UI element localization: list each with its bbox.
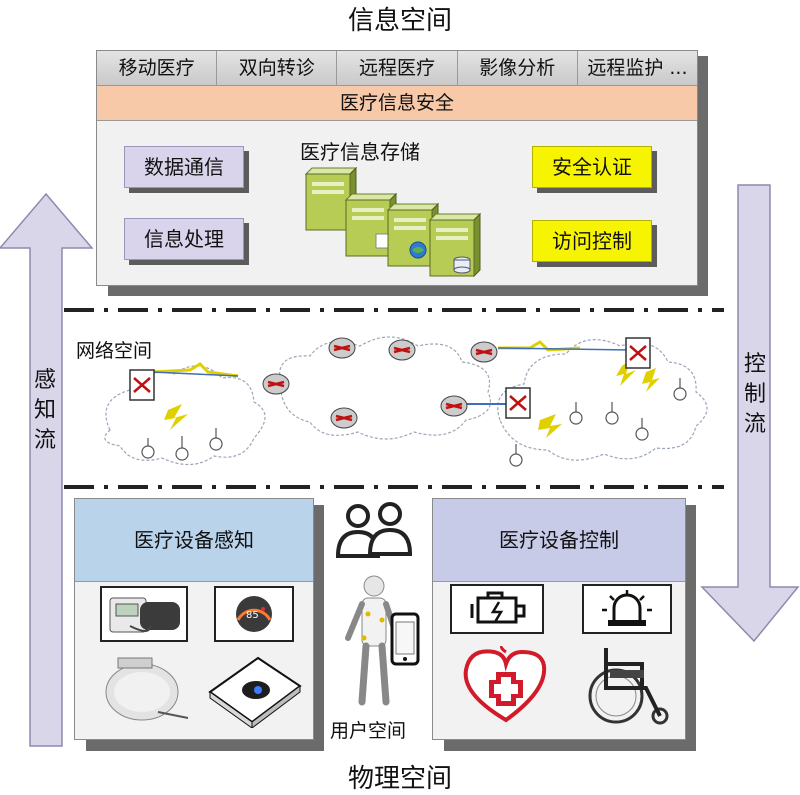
patient-figure-icon bbox=[345, 575, 420, 706]
tab-remote-monitoring[interactable]: 远程监护 ... bbox=[577, 51, 698, 85]
network-graphic bbox=[104, 336, 708, 467]
control-flow-label: 控制流 bbox=[743, 352, 766, 437]
router-icon bbox=[388, 339, 416, 361]
switch-icon bbox=[505, 387, 531, 419]
sensing-flow-arrow bbox=[0, 192, 94, 747]
switch-icon bbox=[129, 369, 155, 401]
info-space-title: 信息空间 bbox=[347, 6, 452, 36]
pacemaker-icon bbox=[105, 657, 189, 721]
tab-mobile-medical[interactable]: 移动医疗 bbox=[97, 51, 218, 85]
server-icon bbox=[428, 212, 482, 278]
user-space-label: 用户空间 bbox=[330, 720, 407, 742]
engine-card[interactable] bbox=[450, 584, 544, 634]
tab-telemedicine[interactable]: 远程医疗 bbox=[337, 51, 458, 85]
wearable-sensor-icon bbox=[208, 656, 302, 728]
security-bar: 医疗信息安全 bbox=[97, 86, 697, 121]
separator-bottom bbox=[64, 485, 724, 489]
heart-medical-cross-icon bbox=[463, 646, 547, 723]
alarm-light-icon bbox=[602, 590, 652, 626]
physical-space-title: 物理空间 bbox=[347, 764, 452, 794]
alarm-card[interactable] bbox=[582, 584, 672, 634]
router-icon bbox=[262, 373, 290, 395]
tab-image-analysis[interactable]: 影像分析 bbox=[457, 51, 578, 85]
cloud-center bbox=[278, 336, 491, 440]
wheelchair-icon bbox=[588, 648, 669, 725]
server-icon bbox=[344, 192, 398, 258]
switch-icon bbox=[625, 337, 651, 369]
chip-data-communication[interactable]: 数据通信 bbox=[124, 146, 244, 188]
router-icon bbox=[470, 341, 498, 363]
router-icon bbox=[328, 337, 356, 359]
engine-icon bbox=[470, 591, 526, 624]
sensing-flow-label: 感知流 bbox=[33, 368, 56, 453]
tab-two-way-referral[interactable]: 双向转诊 bbox=[217, 51, 338, 85]
bp-monitor-card[interactable] bbox=[100, 586, 188, 642]
sensor-nodes bbox=[141, 378, 687, 467]
servers-graphic bbox=[304, 166, 482, 278]
control-panel: 医疗设备控制 bbox=[432, 498, 686, 740]
heart-rate-gauge-icon: 85 bbox=[236, 596, 272, 632]
heart-rate-reading: 85 bbox=[246, 610, 259, 621]
router-icon bbox=[330, 407, 358, 429]
control-panel-title: 医疗设备控制 bbox=[433, 499, 685, 582]
sensing-panel-title: 医疗设备感知 bbox=[75, 499, 313, 582]
chip-security-auth[interactable]: 安全认证 bbox=[532, 146, 652, 188]
router-icon bbox=[440, 395, 468, 417]
service-tabs: 移动医疗 双向转诊 远程医疗 影像分析 远程监护 ... bbox=[97, 51, 698, 86]
separator-top bbox=[64, 308, 724, 312]
users-icon bbox=[335, 502, 413, 558]
storage-label: 医疗信息存储 bbox=[300, 140, 420, 164]
chip-info-processing[interactable]: 信息处理 bbox=[124, 218, 244, 260]
control-flow-arrow bbox=[700, 184, 800, 643]
chip-access-control[interactable]: 访问控制 bbox=[532, 220, 652, 262]
heart-rate-card[interactable]: 85 bbox=[214, 586, 294, 642]
network-space-title: 网络空间 bbox=[76, 340, 153, 362]
blood-pressure-monitor-icon bbox=[109, 597, 180, 633]
